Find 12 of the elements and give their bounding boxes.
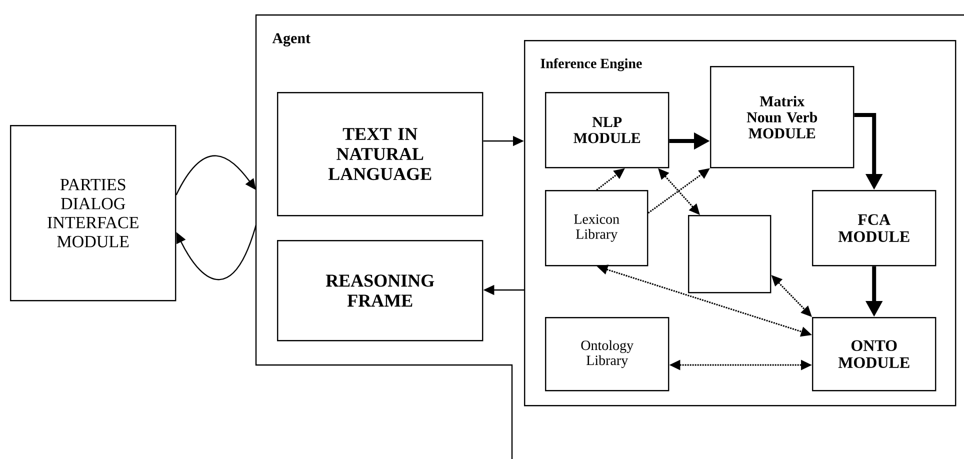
arrow bbox=[176, 155, 256, 196]
database-box bbox=[688, 215, 772, 294]
library-box: Lexicon Library bbox=[545, 190, 648, 266]
module-box: PARTIES DIALOG INTERFACE MODULE bbox=[10, 125, 176, 302]
process-box: TEXT IN NATURAL LANGUAGE bbox=[277, 92, 484, 216]
arrow bbox=[176, 224, 257, 280]
library-box: Ontology Library bbox=[545, 317, 670, 392]
module-box: Matrix Noun Verb MODULE bbox=[710, 66, 854, 168]
module-box: ONTO MODULE bbox=[812, 317, 936, 392]
module-box: NLP MODULE bbox=[545, 92, 670, 168]
module-box: FCA MODULE bbox=[812, 190, 936, 266]
process-box: REASONING FRAME bbox=[277, 240, 484, 342]
